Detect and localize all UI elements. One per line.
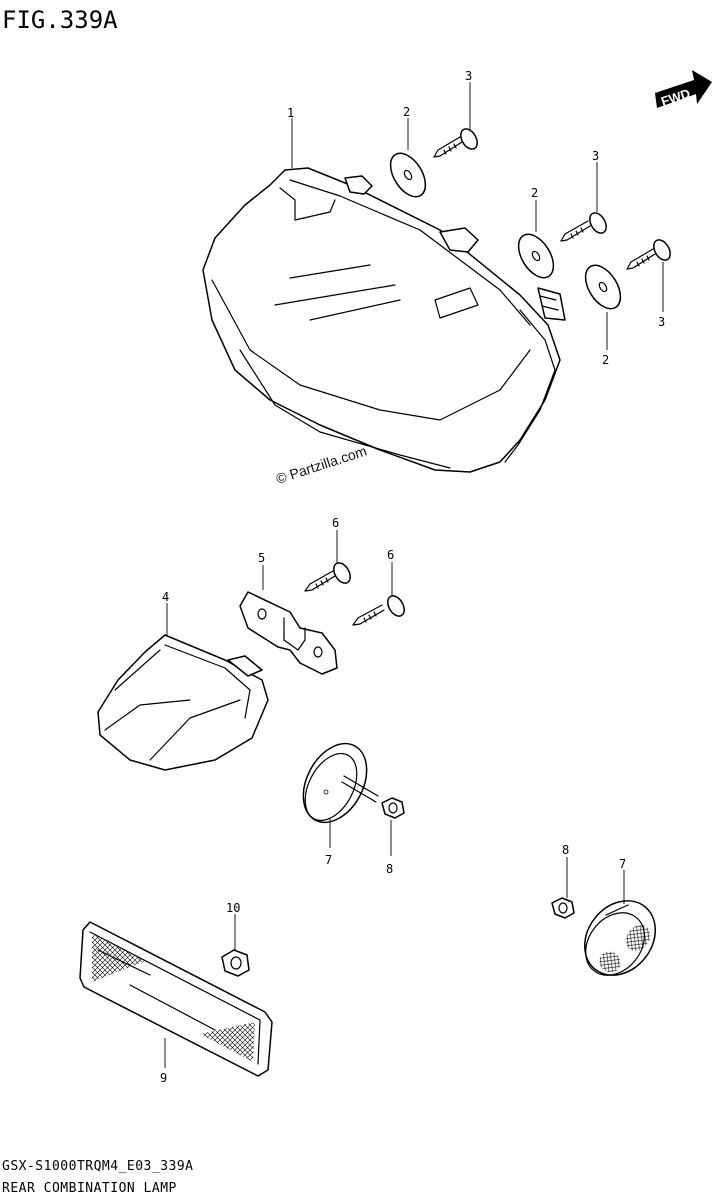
figure-title: FIG.339A: [2, 6, 118, 34]
model-code: GSX-S1000TRQM4_E03_339A: [2, 1159, 194, 1174]
callout-1: 1: [287, 106, 294, 120]
part-6-screw-b[interactable]: [352, 593, 408, 626]
part-7-round-reflector-a[interactable]: [291, 733, 380, 833]
fwd-direction-arrow: FWD: [655, 70, 712, 109]
watermark-text: © Partzilla.com: [274, 442, 369, 486]
callout-3c: 3: [658, 315, 665, 329]
callout-7a: 7: [325, 853, 332, 867]
callout-6a: 6: [332, 516, 339, 530]
part-3-screw-c[interactable]: [626, 237, 674, 270]
part-8-nut-a[interactable]: [381, 797, 405, 819]
figure-caption: REAR COMBINATION LAMP: [2, 1181, 177, 1196]
part-3-screw-b[interactable]: [560, 210, 610, 242]
callout-5: 5: [258, 551, 265, 565]
callout-7b: 7: [619, 857, 626, 871]
callout-2a: 2: [403, 105, 410, 119]
part-2-washer-c[interactable]: [578, 259, 627, 315]
part-10-nut[interactable]: [221, 949, 250, 977]
callout-3b: 3: [592, 149, 599, 163]
part-5-lamp-bracket[interactable]: [239, 591, 338, 675]
part-9-rect-reflector[interactable]: [79, 921, 273, 1077]
callout-2b: 2: [531, 186, 538, 200]
fwd-label: FWD: [659, 86, 692, 109]
callout-4: 4: [162, 590, 169, 604]
callout-3a: 3: [465, 69, 472, 83]
part-6-screw-a[interactable]: [304, 560, 354, 592]
callout-9: 9: [160, 1071, 167, 1085]
part-3-screw-a[interactable]: [433, 126, 481, 158]
partzilla-watermark: © Partzilla.com: [274, 442, 369, 486]
part-7-round-reflector-b[interactable]: [570, 887, 670, 989]
callout-6b: 6: [387, 548, 394, 562]
part-4-license-lamp[interactable]: [97, 634, 269, 771]
part-2-washer-b[interactable]: [511, 228, 560, 284]
callout-2c: 2: [602, 353, 609, 367]
part-8-nut-b[interactable]: [551, 897, 575, 919]
callout-8b: 8: [562, 843, 569, 857]
part-1-rear-lamp-assembly[interactable]: [202, 167, 566, 473]
callout-10: 10: [226, 901, 240, 915]
callout-8a: 8: [386, 862, 393, 876]
part-2-washer-a[interactable]: [383, 147, 432, 203]
